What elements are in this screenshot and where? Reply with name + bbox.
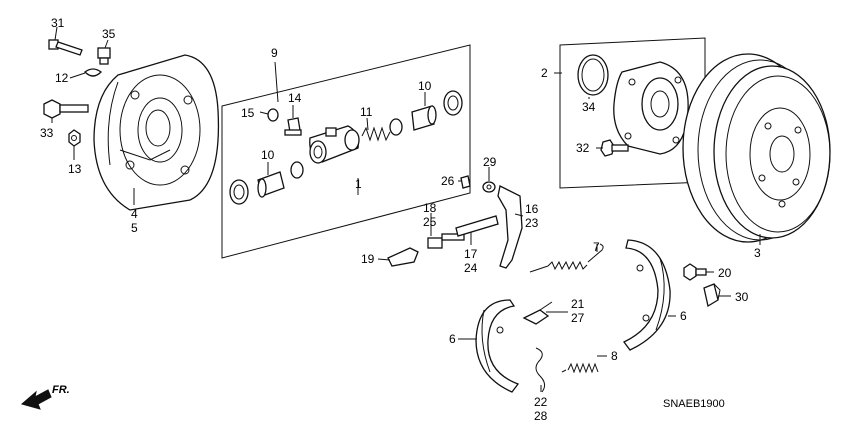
callout-21: 21 bbox=[571, 297, 585, 311]
screw-20 bbox=[683, 263, 707, 281]
callout-5: 5 bbox=[131, 221, 138, 235]
seal-ring-34 bbox=[577, 54, 609, 96]
bolt-33 bbox=[43, 99, 89, 119]
spring-8 bbox=[561, 362, 599, 374]
brake-shoe-right bbox=[623, 239, 671, 351]
direction-label: FR. bbox=[52, 384, 70, 396]
callout-7: 7 bbox=[593, 240, 600, 254]
callout-31: 31 bbox=[51, 16, 65, 30]
nut-35 bbox=[97, 47, 111, 65]
callout-22: 22 bbox=[534, 395, 548, 409]
callout-17: 17 bbox=[464, 247, 478, 261]
callout-14: 14 bbox=[288, 91, 302, 105]
callout-28: 28 bbox=[534, 409, 548, 423]
callout-6-left: 6 bbox=[449, 332, 456, 346]
hub-bearing bbox=[613, 61, 689, 155]
callout-30: 30 bbox=[735, 290, 749, 304]
washer-29 bbox=[482, 181, 496, 193]
boot-10-right bbox=[443, 90, 463, 116]
callout-8: 8 bbox=[611, 349, 618, 363]
callout-24: 24 bbox=[464, 261, 478, 275]
bolt-31 bbox=[48, 39, 83, 56]
callout-18: 18 bbox=[423, 201, 437, 215]
callout-29: 29 bbox=[483, 155, 497, 169]
callout-3: 3 bbox=[754, 246, 761, 260]
callout-6-right: 6 bbox=[680, 309, 687, 323]
backing-plate bbox=[93, 54, 220, 211]
callout-10-left: 10 bbox=[261, 148, 275, 162]
callout-10-right: 10 bbox=[418, 79, 432, 93]
callout-2: 2 bbox=[541, 66, 548, 80]
cup-right bbox=[389, 118, 403, 136]
clip-26 bbox=[460, 175, 471, 189]
plug-30 bbox=[703, 283, 721, 308]
bolt-32 bbox=[600, 139, 629, 157]
group-frame-9 bbox=[221, 44, 471, 259]
callout-1: 1 bbox=[355, 177, 362, 191]
adjuster-bolt-18 bbox=[427, 233, 465, 249]
bleeder-14 bbox=[284, 117, 302, 136]
callouts: 31 35 12 33 13 4 5 9 14 15 10 11 10 1 29… bbox=[40, 16, 761, 423]
callout-20: 20 bbox=[718, 266, 732, 280]
adjuster-rod-17 bbox=[455, 215, 499, 237]
callout-13: 13 bbox=[68, 162, 82, 176]
piston-10-left bbox=[257, 171, 285, 198]
callout-23: 23 bbox=[525, 216, 539, 230]
piston-10-right bbox=[411, 105, 437, 131]
callout-32: 32 bbox=[576, 141, 590, 155]
retainer-21 bbox=[522, 301, 553, 325]
callout-19: 19 bbox=[361, 252, 375, 266]
return-spring-7 bbox=[529, 243, 604, 273]
callout-11: 11 bbox=[360, 105, 373, 119]
hold-spring-22 bbox=[535, 347, 546, 393]
parking-lever-16 bbox=[497, 185, 523, 269]
adjuster-end-19 bbox=[387, 247, 419, 267]
callout-26: 26 bbox=[441, 174, 455, 188]
brake-drum bbox=[682, 53, 831, 243]
nut-13 bbox=[68, 129, 81, 147]
callout-33: 33 bbox=[40, 126, 54, 140]
callout-27: 27 bbox=[571, 311, 585, 325]
boot-10-left bbox=[229, 179, 249, 205]
callout-25: 25 bbox=[423, 215, 437, 229]
callout-35: 35 bbox=[102, 27, 116, 41]
callout-34: 34 bbox=[582, 100, 596, 114]
diagram-code: SNAEB1900 bbox=[663, 398, 725, 410]
cup-left bbox=[290, 161, 304, 179]
cap-15 bbox=[267, 108, 279, 122]
brake-shoe-left bbox=[475, 299, 520, 393]
callout-15: 15 bbox=[241, 106, 255, 120]
callout-12: 12 bbox=[55, 71, 69, 85]
clip-12 bbox=[84, 68, 102, 77]
spring-11 bbox=[361, 126, 391, 142]
callout-9: 9 bbox=[271, 46, 278, 60]
callout-16: 16 bbox=[525, 202, 539, 216]
callout-4: 4 bbox=[131, 207, 138, 221]
wheel-cylinder-body bbox=[309, 125, 360, 164]
leader-lines bbox=[51, 26, 761, 392]
front-direction-arrow-icon bbox=[20, 389, 52, 410]
